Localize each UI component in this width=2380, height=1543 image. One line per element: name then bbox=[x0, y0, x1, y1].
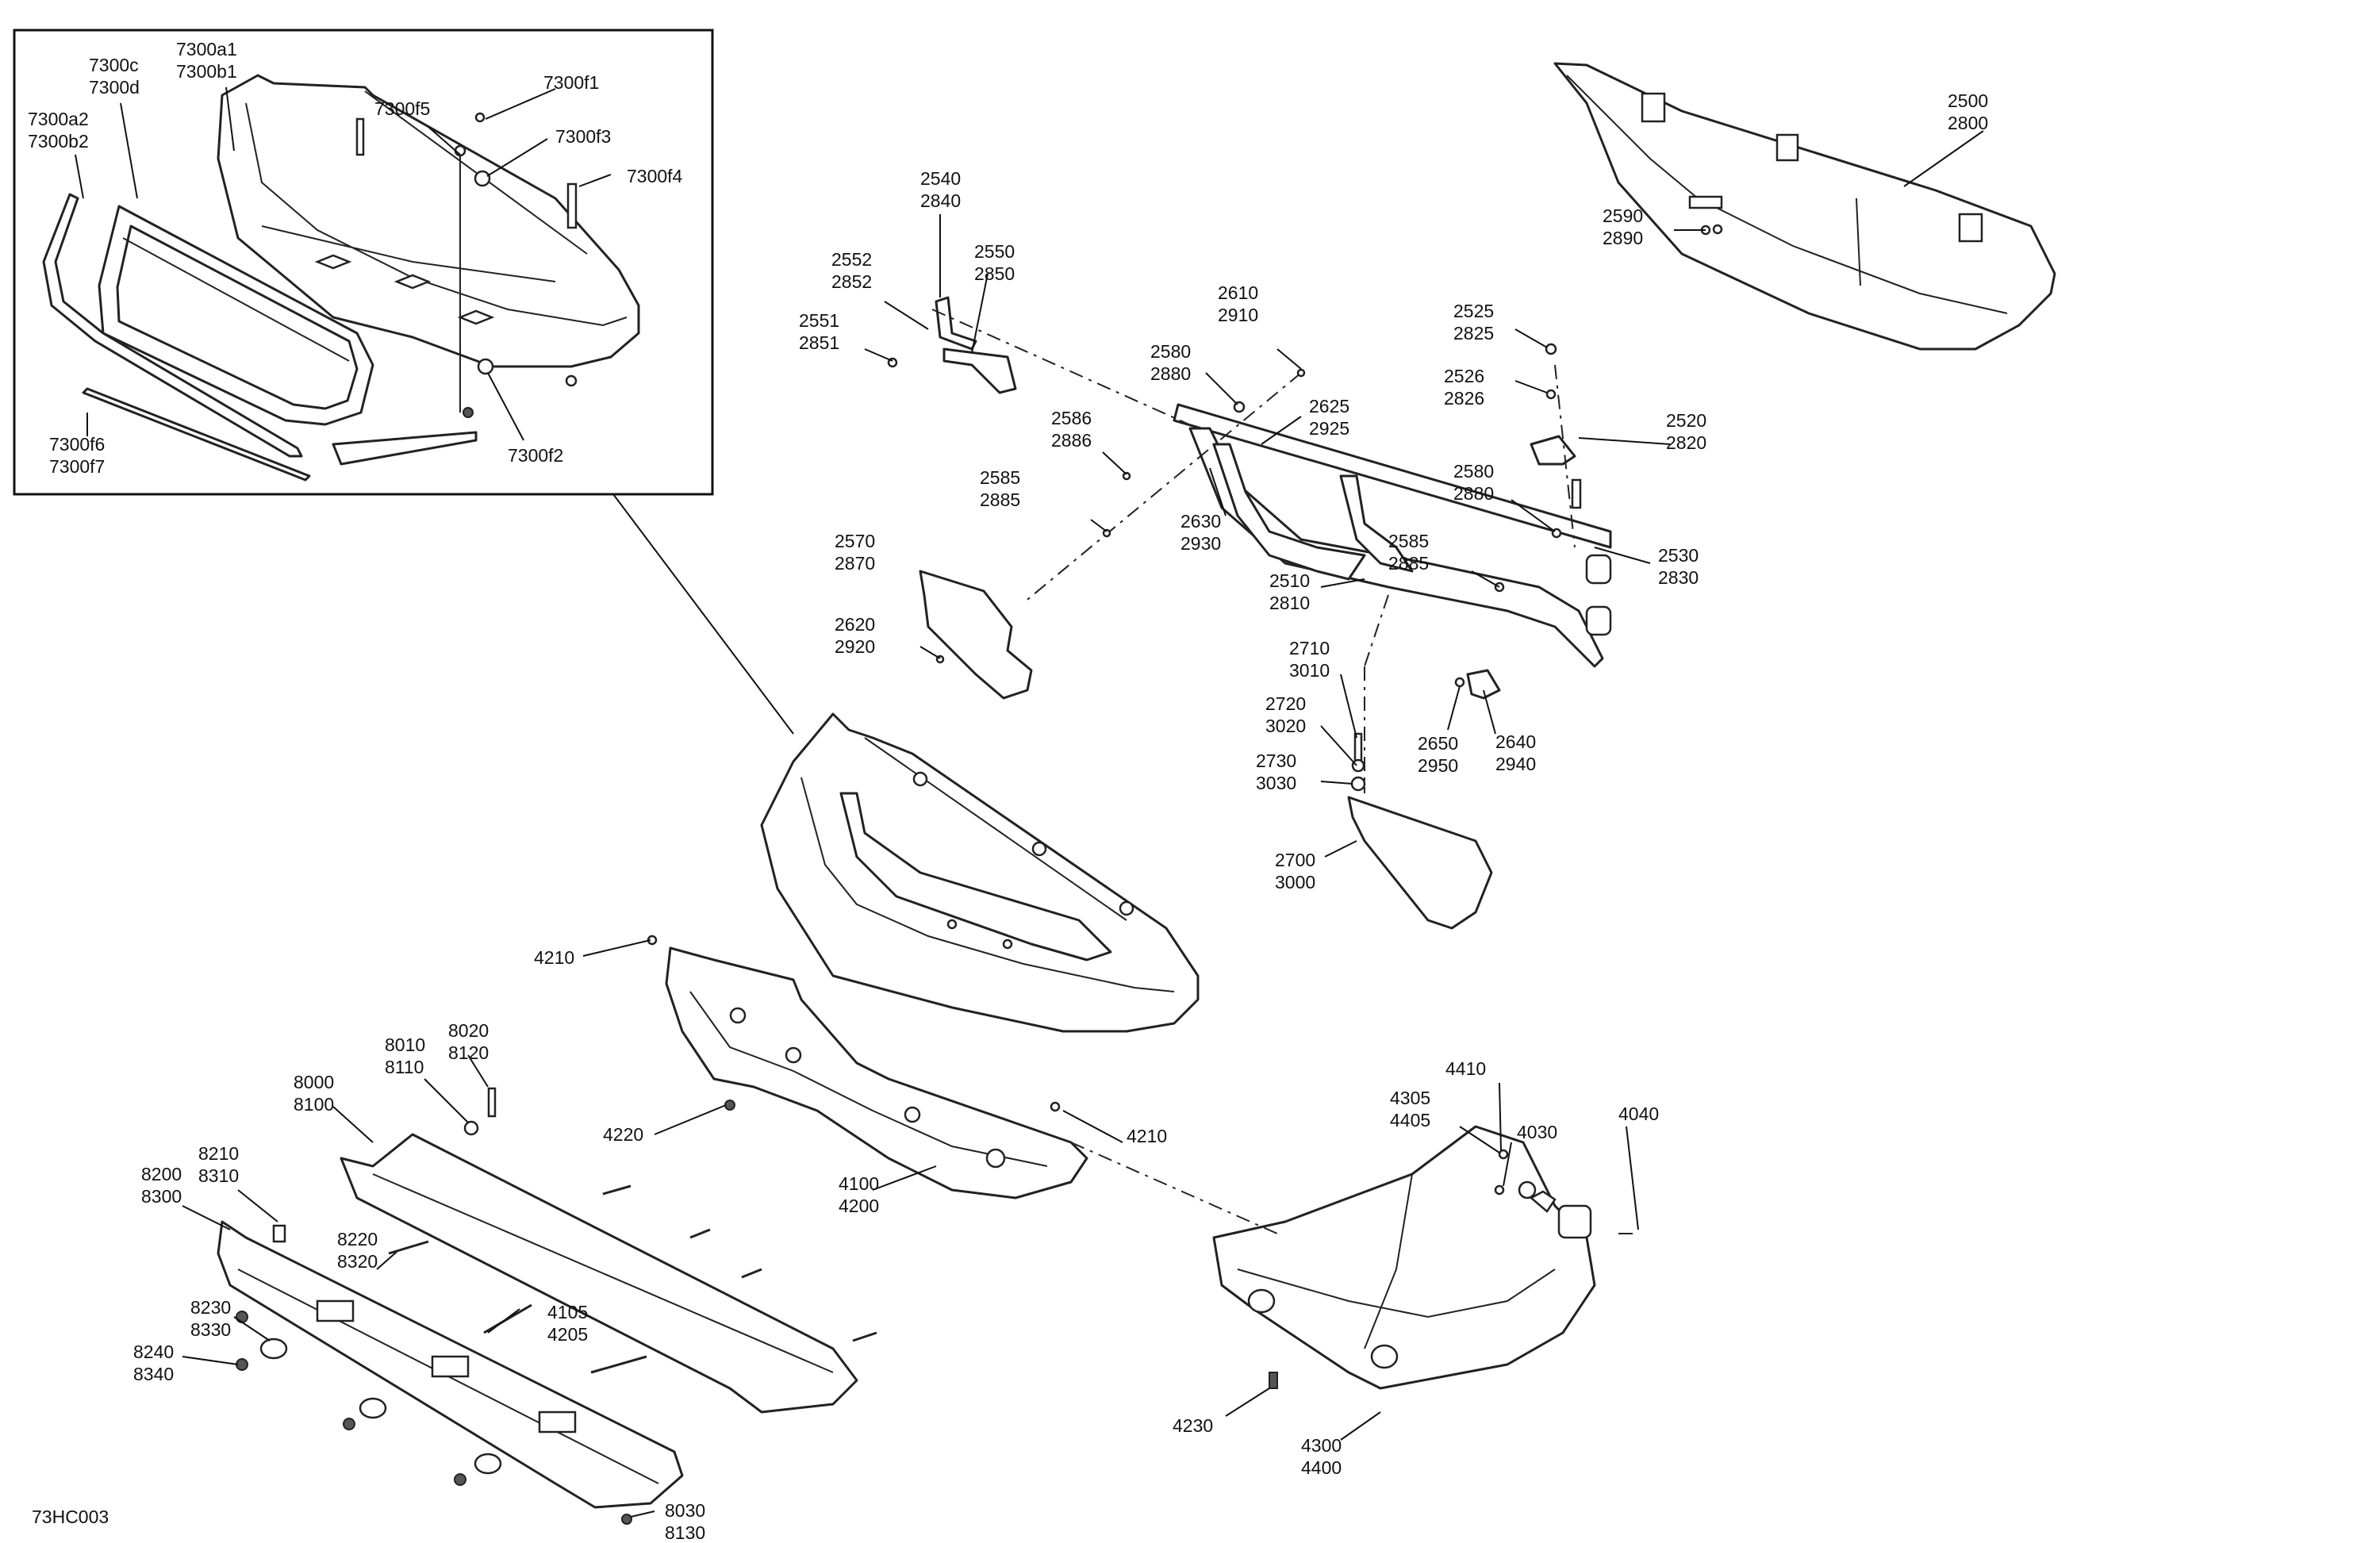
leader-lines bbox=[75, 86, 1984, 1518]
inset-trim-lower bbox=[332, 431, 478, 466]
inset-fasteners bbox=[355, 112, 578, 418]
upper-door-panel bbox=[1553, 62, 2056, 351]
inset-trim-strip bbox=[82, 387, 311, 482]
bracket-2540 bbox=[935, 296, 977, 351]
inset-door-frame bbox=[217, 74, 640, 368]
rocker-panel-crease bbox=[372, 1173, 834, 1373]
callout-4040: 4040 bbox=[1618, 1104, 1659, 1124]
inset-trim-long bbox=[42, 193, 303, 458]
bracket-2520 bbox=[1530, 435, 1576, 466]
callout-7300f4: 7300f4 bbox=[627, 166, 683, 186]
callout-7300f5: 7300f5 bbox=[374, 98, 430, 119]
callout-4210a: 4210 bbox=[534, 947, 574, 968]
callout-4210b: 4210 bbox=[1127, 1126, 1167, 1146]
inset-detail bbox=[13, 29, 794, 735]
callout-7300f3: 7300f3 bbox=[555, 126, 611, 147]
rocker-panel-8000 bbox=[340, 1133, 858, 1414]
callout-4410: 4410 bbox=[1445, 1058, 1486, 1079]
strap-2550 bbox=[942, 347, 1017, 394]
assembly-lines bbox=[931, 309, 1638, 1234]
upper-tube-frame bbox=[1173, 403, 1612, 668]
inset-tube-frame bbox=[98, 205, 374, 426]
rocker-hardware bbox=[236, 1299, 632, 1525]
bracket-2700 bbox=[1347, 796, 1493, 930]
bracket-2570 bbox=[919, 570, 1033, 700]
lower-door-panel bbox=[665, 946, 1088, 1199]
inset-callout-line bbox=[612, 493, 794, 735]
callout-4030: 4030 bbox=[1517, 1122, 1557, 1142]
lower-guard-4300 bbox=[1212, 1125, 1596, 1390]
callout-4220: 4220 bbox=[603, 1124, 643, 1145]
bracket-2640 bbox=[1466, 669, 1501, 700]
inset-frame bbox=[13, 29, 714, 496]
callout-7300f2: 7300f2 bbox=[508, 445, 563, 466]
fasteners bbox=[236, 224, 1723, 1374]
callout-4230: 4230 bbox=[1173, 1415, 1213, 1436]
main-door-panel bbox=[760, 712, 1200, 1033]
callout-7300f1: 7300f1 bbox=[543, 72, 599, 93]
drawing-code: 73HC003 bbox=[32, 1507, 109, 1527]
